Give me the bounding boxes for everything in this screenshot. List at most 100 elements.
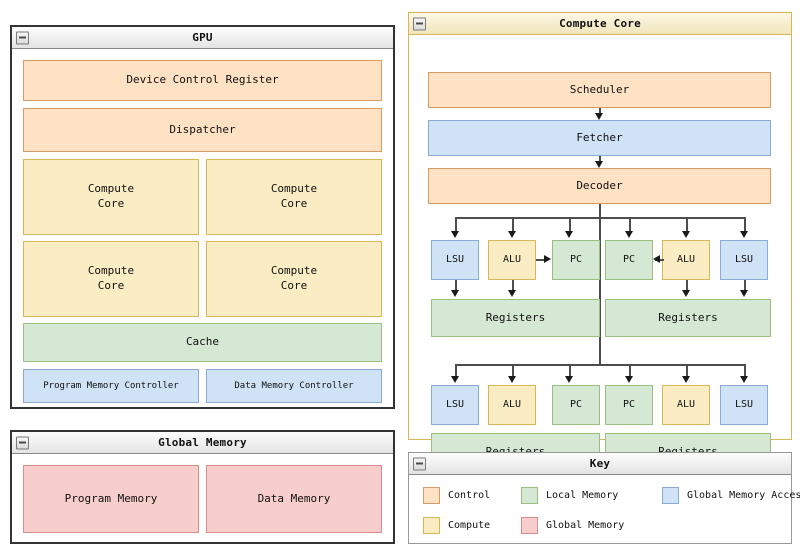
legend-item: Global Memory Access <box>662 487 800 504</box>
bus-drop-bottom-3 <box>569 364 571 378</box>
lsu-node[interactable]: LSU <box>431 240 479 280</box>
arrowhead-bottom-1 <box>451 376 459 383</box>
arrowhead-bottom-4 <box>625 376 633 383</box>
registers-node[interactable]: Registers <box>431 299 600 337</box>
arrowhead-scheduler-fetcher <box>595 113 603 120</box>
lsu-node[interactable]: LSU <box>720 240 768 280</box>
global-memory-panel-body: Program Memory Data Memory <box>12 454 393 544</box>
bus-drop-bottom-4 <box>629 364 631 378</box>
registers-node[interactable]: Registers <box>605 299 771 337</box>
key-panel-header: Key <box>409 453 791 475</box>
connector-alu-pc-1 <box>536 259 546 261</box>
key-panel: Key Control Local Memory Global Memory A… <box>408 452 800 544</box>
lsu-node[interactable]: LSU <box>720 385 768 425</box>
bus-drop-top-4 <box>629 217 631 233</box>
global-memory-panel-title: Global Memory <box>158 436 247 449</box>
cache-node[interactable]: Cache <box>23 323 382 362</box>
bus-drop-bottom-2 <box>512 364 514 378</box>
connector-lsu-registers-1 <box>455 280 457 292</box>
legend-swatch-local-memory <box>521 487 538 504</box>
connector-fetcher-decoder <box>599 156 601 162</box>
bus-drop-top-2 <box>512 217 514 233</box>
key-panel-body: Control Local Memory Global Memory Acces… <box>409 475 800 543</box>
arrowhead-top-6 <box>740 231 748 238</box>
minus-icon[interactable] <box>16 436 29 449</box>
bus-drop-top-3 <box>569 217 571 233</box>
minus-icon[interactable] <box>16 31 29 44</box>
compute-core-panel-body: Scheduler Fetcher Decoder LSU ALU PC <box>409 35 791 471</box>
legend-item: Control <box>423 487 490 504</box>
global-memory-panel: Global Memory Program Memory Data Memory <box>10 430 395 544</box>
arrowhead-alu-pc-1 <box>544 255 551 263</box>
compute-core-panel-title: Compute Core <box>559 17 641 30</box>
bus-line-bottom <box>455 364 745 366</box>
arrowhead-top-1 <box>451 231 459 238</box>
legend-item: Compute <box>423 517 490 534</box>
connector-lsu-registers-2 <box>744 280 746 292</box>
minus-icon[interactable] <box>413 17 426 30</box>
data-memory-controller-node[interactable]: Data Memory Controller <box>206 369 382 403</box>
arrowhead-alu-pc-2 <box>653 255 660 263</box>
decoder-node[interactable]: Decoder <box>428 168 771 204</box>
minus-icon[interactable] <box>413 457 426 470</box>
gpu-panel-body: Device Control Register Dispatcher Compu… <box>12 49 393 409</box>
connector-decoder-spine <box>599 204 601 364</box>
bus-drop-bottom-6 <box>744 364 746 378</box>
legend-swatch-global-memory <box>521 517 538 534</box>
program-memory-controller-node[interactable]: Program Memory Controller <box>23 369 199 403</box>
connector-alu-registers-1 <box>512 280 514 292</box>
arrowhead-fetcher-decoder <box>595 161 603 168</box>
gpu-panel-title: GPU <box>192 31 213 44</box>
bus-drop-bottom-5 <box>686 364 688 378</box>
connector-scheduler-fetcher <box>599 108 601 114</box>
legend-label: Global Memory Access <box>687 490 800 501</box>
pc-node[interactable]: PC <box>605 240 653 280</box>
pc-node[interactable]: PC <box>552 385 600 425</box>
data-memory-node[interactable]: Data Memory <box>206 465 382 533</box>
compute-core-node[interactable]: Compute Core <box>206 241 382 317</box>
arrowhead-bottom-6 <box>740 376 748 383</box>
legend-item: Global Memory <box>521 517 624 534</box>
alu-node[interactable]: ALU <box>662 240 710 280</box>
legend-swatch-compute <box>423 517 440 534</box>
bus-drop-top-6 <box>744 217 746 233</box>
arrowhead-bottom-5 <box>682 376 690 383</box>
fetcher-node[interactable]: Fetcher <box>428 120 771 156</box>
global-memory-panel-header: Global Memory <box>12 432 393 454</box>
legend-item: Local Memory <box>521 487 618 504</box>
compute-core-node[interactable]: Compute Core <box>23 241 199 317</box>
legend-label: Compute <box>448 520 491 531</box>
dispatcher-node[interactable]: Dispatcher <box>23 108 382 152</box>
pc-node[interactable]: PC <box>552 240 600 280</box>
alu-node[interactable]: ALU <box>488 240 536 280</box>
legend-label: Global Memory <box>546 520 625 531</box>
compute-core-node[interactable]: Compute Core <box>206 159 382 235</box>
compute-core-panel-header: Compute Core <box>409 13 791 35</box>
arrowhead-alu-registers-1 <box>508 290 516 297</box>
compute-core-node[interactable]: Compute Core <box>23 159 199 235</box>
arrowhead-lsu-registers-2 <box>740 290 748 297</box>
legend-swatch-global-memory-access <box>662 487 679 504</box>
gpu-panel: GPU Device Control Register Dispatcher C… <box>10 25 395 409</box>
scheduler-node[interactable]: Scheduler <box>428 72 771 108</box>
gpu-panel-header: GPU <box>12 27 393 49</box>
lsu-node[interactable]: LSU <box>431 385 479 425</box>
compute-core-panel: Compute Core Scheduler Fetcher Decoder L… <box>408 12 792 471</box>
bus-drop-top-1 <box>455 217 457 233</box>
arrowhead-top-3 <box>565 231 573 238</box>
alu-node[interactable]: ALU <box>488 385 536 425</box>
device-control-register-node[interactable]: Device Control Register <box>23 60 382 101</box>
alu-node[interactable]: ALU <box>662 385 710 425</box>
arrowhead-alu-registers-2 <box>682 290 690 297</box>
arrowhead-top-5 <box>682 231 690 238</box>
legend-label: Local Memory <box>546 490 619 501</box>
bus-drop-top-5 <box>686 217 688 233</box>
arrowhead-top-2 <box>508 231 516 238</box>
arrowhead-bottom-3 <box>565 376 573 383</box>
pc-node[interactable]: PC <box>605 385 653 425</box>
program-memory-node[interactable]: Program Memory <box>23 465 199 533</box>
bus-line-top <box>455 217 745 219</box>
legend-label: Control <box>448 490 491 501</box>
legend-swatch-control <box>423 487 440 504</box>
connector-alu-registers-2 <box>686 280 688 292</box>
